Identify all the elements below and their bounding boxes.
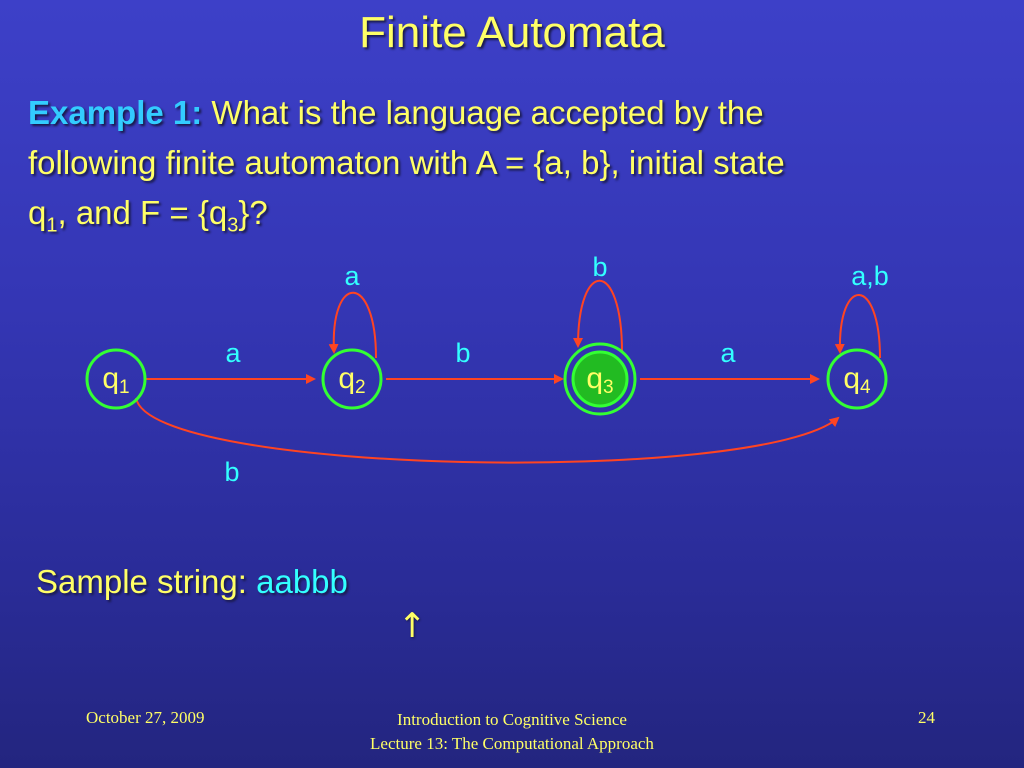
question-final-set-prefix: , and F = {q: [57, 194, 228, 231]
footer-course-info: Introduction to Cognitive Science Lectur…: [312, 708, 712, 756]
state-q2-label: q2: [338, 362, 365, 398]
label-q1-q4: b: [224, 457, 239, 487]
state-q1: [85, 348, 147, 410]
label-q2-loop: a: [344, 261, 360, 291]
loop-q4: [834, 294, 881, 359]
footer-date: October 27, 2009: [86, 708, 205, 727]
state-q2: [321, 348, 383, 410]
example-label: Example 1:: [28, 94, 203, 131]
initial-state-subscript: 1: [46, 214, 58, 237]
label-q2-q3: b: [455, 338, 470, 368]
page-number: 24: [918, 708, 935, 727]
state-q4-label: q4: [843, 362, 871, 398]
label-q4-loop: a,b: [851, 261, 889, 291]
question-initial-state: q: [28, 194, 47, 231]
state-q4: [826, 348, 888, 410]
slide-title: Finite Automata: [359, 8, 665, 57]
loop-q3: [573, 279, 623, 353]
transition-q1-q4: [135, 397, 840, 464]
label-q3-q4: a: [720, 338, 736, 368]
footer-course: Introduction to Cognitive Science: [397, 710, 627, 729]
sample-string-value: aabbb: [256, 563, 348, 600]
state-q3: [571, 350, 629, 408]
up-arrow-icon: ↑: [398, 606, 427, 646]
final-state-subscript: 3: [227, 214, 239, 237]
automaton-diagram: a a b b a a,b b q1 q2 q3 q4: [85, 252, 889, 487]
sample-string: Sample string: aabbb: [36, 563, 348, 601]
label-q3-loop: b: [592, 252, 607, 282]
question-final-set-suffix: }?: [238, 194, 268, 231]
question-line-1: What is the language accepted by the: [211, 94, 764, 131]
question-line-2: following finite automaton with A = {a, …: [28, 144, 785, 181]
state-q3-label: q3: [586, 362, 613, 398]
loop-q2: [328, 291, 377, 359]
label-q1-q2: a: [225, 338, 241, 368]
sample-string-label: Sample string:: [36, 563, 247, 600]
question-text: Example 1: What is the language accepted…: [28, 88, 988, 251]
state-q1-label: q1: [102, 362, 129, 398]
footer-lecture: Lecture 13: The Computational Approach: [370, 734, 654, 753]
state-q3-outer: [563, 342, 637, 416]
